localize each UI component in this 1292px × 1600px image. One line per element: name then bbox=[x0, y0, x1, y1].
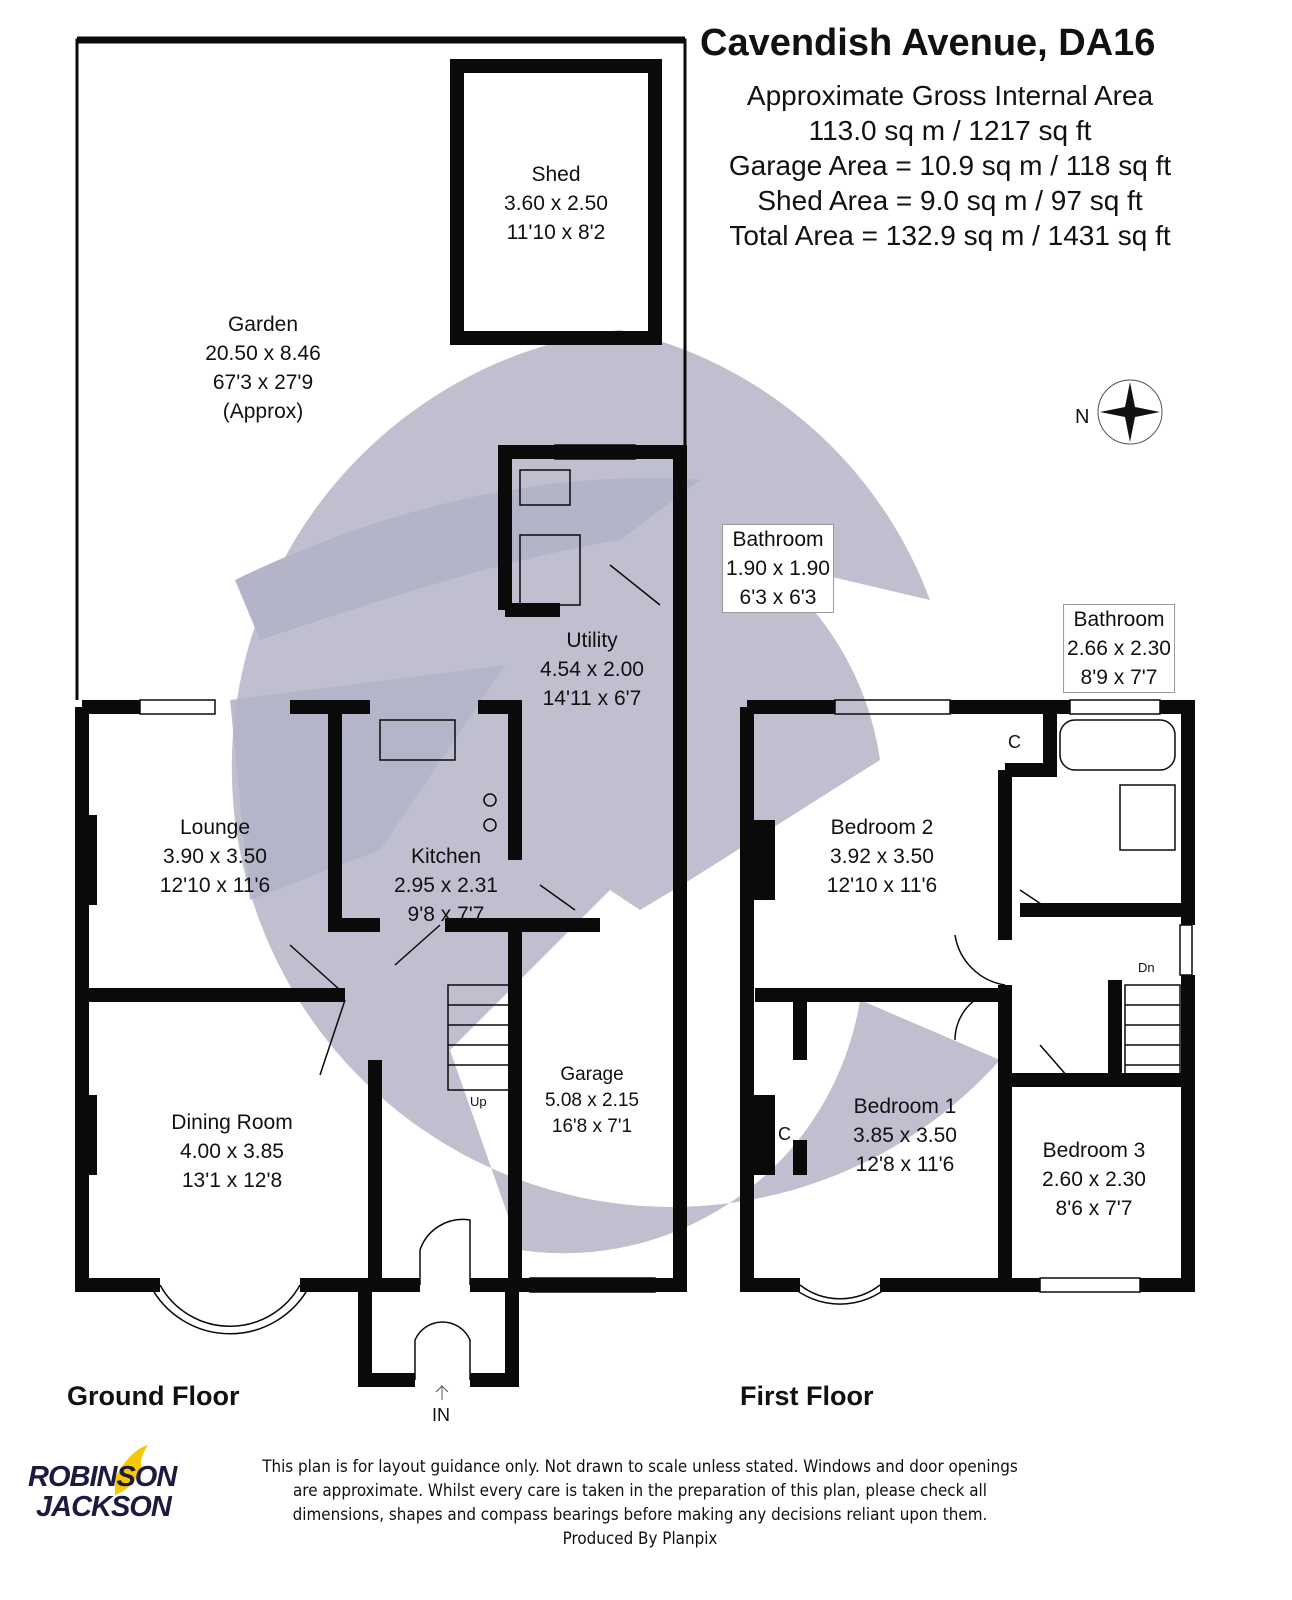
room-label-shed: Shed 3.60 x 2.50 11'10 x 8'2 bbox=[504, 160, 608, 247]
entrance-label: IN bbox=[432, 1405, 450, 1425]
area-line: Total Area = 132.9 sq m / 1431 sq ft bbox=[729, 220, 1171, 251]
logo-swallow-icon bbox=[115, 1445, 148, 1495]
room-dim-imperial: 12'10 x 11'6 bbox=[159, 874, 271, 897]
room-name: Lounge bbox=[179, 816, 251, 839]
room-dim-imperial: 14'11 x 6'7 bbox=[542, 687, 642, 710]
room-label-garage: Garage 5.08 x 2.15 16'8 x 7'1 bbox=[545, 1062, 639, 1140]
compass-north-label: N bbox=[1075, 406, 1090, 428]
room-dim-imperial: 8'9 x 7'7 bbox=[1080, 666, 1158, 689]
room-dim-metric: 3.60 x 2.50 bbox=[504, 192, 608, 215]
room-dim-metric: 4.00 x 3.85 bbox=[180, 1140, 284, 1163]
room-label-ground-bathroom: Bathroom 1.90 x 1.90 6'3 x 6'3 bbox=[722, 524, 834, 613]
area-summary: Approximate Gross Internal Area 113.0 sq… bbox=[700, 78, 1200, 253]
room-label-dining: Dining Room 4.00 x 3.85 13'1 x 12'8 bbox=[171, 1108, 292, 1195]
first-floor-walls bbox=[740, 700, 1195, 1292]
room-dim-imperial: 13'1 x 12'8 bbox=[181, 1169, 283, 1192]
room-dim-metric: 20.50 x 8.46 bbox=[205, 342, 321, 365]
room-dim-imperial: 12'8 x 11'6 bbox=[855, 1153, 955, 1176]
agency-logo: ROBINSON JACKSON bbox=[28, 1461, 177, 1523]
disclaimer-line: dimensions, shapes and compass bearings … bbox=[292, 1505, 988, 1524]
disclaimer-line: This plan is for layout guidance only. N… bbox=[262, 1457, 1018, 1476]
room-label-bedroom1: Bedroom 1 3.85 x 3.50 12'8 x 11'6 bbox=[853, 1092, 957, 1179]
ground-floor-walls bbox=[75, 445, 687, 1387]
area-line: Shed Area = 9.0 sq m / 97 sq ft bbox=[757, 185, 1143, 216]
shed-walls bbox=[450, 59, 662, 345]
producer-credit: Produced By Planpix bbox=[562, 1529, 718, 1548]
stairs-up-label: Up bbox=[470, 1094, 487, 1109]
area-line: 113.0 sq m / 1217 sq ft bbox=[808, 115, 1092, 146]
room-dim-imperial: 6'3 x 6'3 bbox=[739, 586, 817, 609]
room-label-lounge: Lounge 3.90 x 3.50 12'10 x 11'6 bbox=[160, 813, 270, 900]
first-floor-label: First Floor bbox=[740, 1381, 874, 1411]
room-dim-metric: 4.54 x 2.00 bbox=[540, 658, 644, 681]
room-name: Garden bbox=[227, 313, 299, 336]
stairs-down-label: Dn bbox=[1138, 960, 1155, 975]
room-dim-metric: 3.92 x 3.50 bbox=[830, 845, 934, 868]
entrance-arrow-icon bbox=[435, 1385, 449, 1400]
room-label-utility: Utility 4.54 x 2.00 14'11 x 6'7 bbox=[540, 626, 644, 713]
logo-text: JACKSON bbox=[36, 1491, 172, 1523]
room-label-kitchen: Kitchen 2.95 x 2.31 9'8 x 7'7 bbox=[394, 842, 498, 929]
room-name: Bedroom 1 bbox=[853, 1095, 957, 1118]
cupboard-label: C bbox=[778, 1124, 791, 1144]
room-dim-metric: 3.90 x 3.50 bbox=[163, 845, 267, 868]
room-dim-metric: 2.95 x 2.31 bbox=[394, 874, 498, 897]
room-label-bedroom3: Bedroom 3 2.60 x 2.30 8'6 x 7'7 bbox=[1042, 1136, 1146, 1223]
compass-icon bbox=[1097, 379, 1163, 445]
room-dim-metric: 2.60 x 2.30 bbox=[1042, 1168, 1146, 1191]
room-name: Garage bbox=[560, 1064, 624, 1085]
room-name: Bathroom bbox=[732, 528, 824, 551]
room-dim-imperial: 8'6 x 7'7 bbox=[1055, 1197, 1133, 1220]
disclaimer-line: are approximate. Whilst every care is ta… bbox=[293, 1481, 987, 1500]
logo-text: ROBINSON bbox=[28, 1461, 177, 1493]
cupboard-label: C bbox=[1008, 732, 1021, 752]
room-dim-imperial: 67'3 x 27'9 bbox=[212, 371, 314, 394]
room-dim-metric: 3.85 x 3.50 bbox=[853, 1124, 957, 1147]
page-title: Cavendish Avenue, DA16 bbox=[700, 22, 1156, 64]
room-dim-imperial: 12'10 x 11'6 bbox=[826, 874, 938, 897]
room-dim-metric: 1.90 x 1.90 bbox=[726, 557, 830, 580]
room-dim-imperial: 16'8 x 7'1 bbox=[551, 1116, 633, 1137]
area-line: Garage Area = 10.9 sq m / 118 sq ft bbox=[728, 150, 1172, 181]
room-name: Bathroom bbox=[1073, 608, 1165, 631]
room-name: Shed bbox=[531, 163, 581, 186]
room-dim-imperial: 9'8 x 7'7 bbox=[407, 903, 485, 926]
disclaimer: This plan is for layout guidance only. N… bbox=[235, 1455, 1045, 1551]
room-name: Bedroom 3 bbox=[1042, 1139, 1146, 1162]
room-name: Utility bbox=[566, 629, 618, 652]
room-note: (Approx) bbox=[222, 400, 304, 423]
room-name: Kitchen bbox=[410, 845, 482, 868]
room-dim-metric: 5.08 x 2.15 bbox=[544, 1090, 640, 1111]
room-label-bedroom2: Bedroom 2 3.92 x 3.50 12'10 x 11'6 bbox=[827, 813, 937, 900]
room-name: Dining Room bbox=[171, 1111, 293, 1134]
area-line: Approximate Gross Internal Area bbox=[746, 80, 1154, 111]
ground-floor-label: Ground Floor bbox=[67, 1381, 240, 1411]
room-dim-metric: 2.66 x 2.30 bbox=[1067, 637, 1171, 660]
room-label-garden: Garden 20.50 x 8.46 67'3 x 27'9 (Approx) bbox=[205, 310, 321, 426]
room-name: Bedroom 2 bbox=[830, 816, 934, 839]
room-dim-imperial: 11'10 x 8'2 bbox=[506, 221, 606, 244]
room-label-first-bathroom: Bathroom 2.66 x 2.30 8'9 x 7'7 bbox=[1063, 604, 1175, 693]
